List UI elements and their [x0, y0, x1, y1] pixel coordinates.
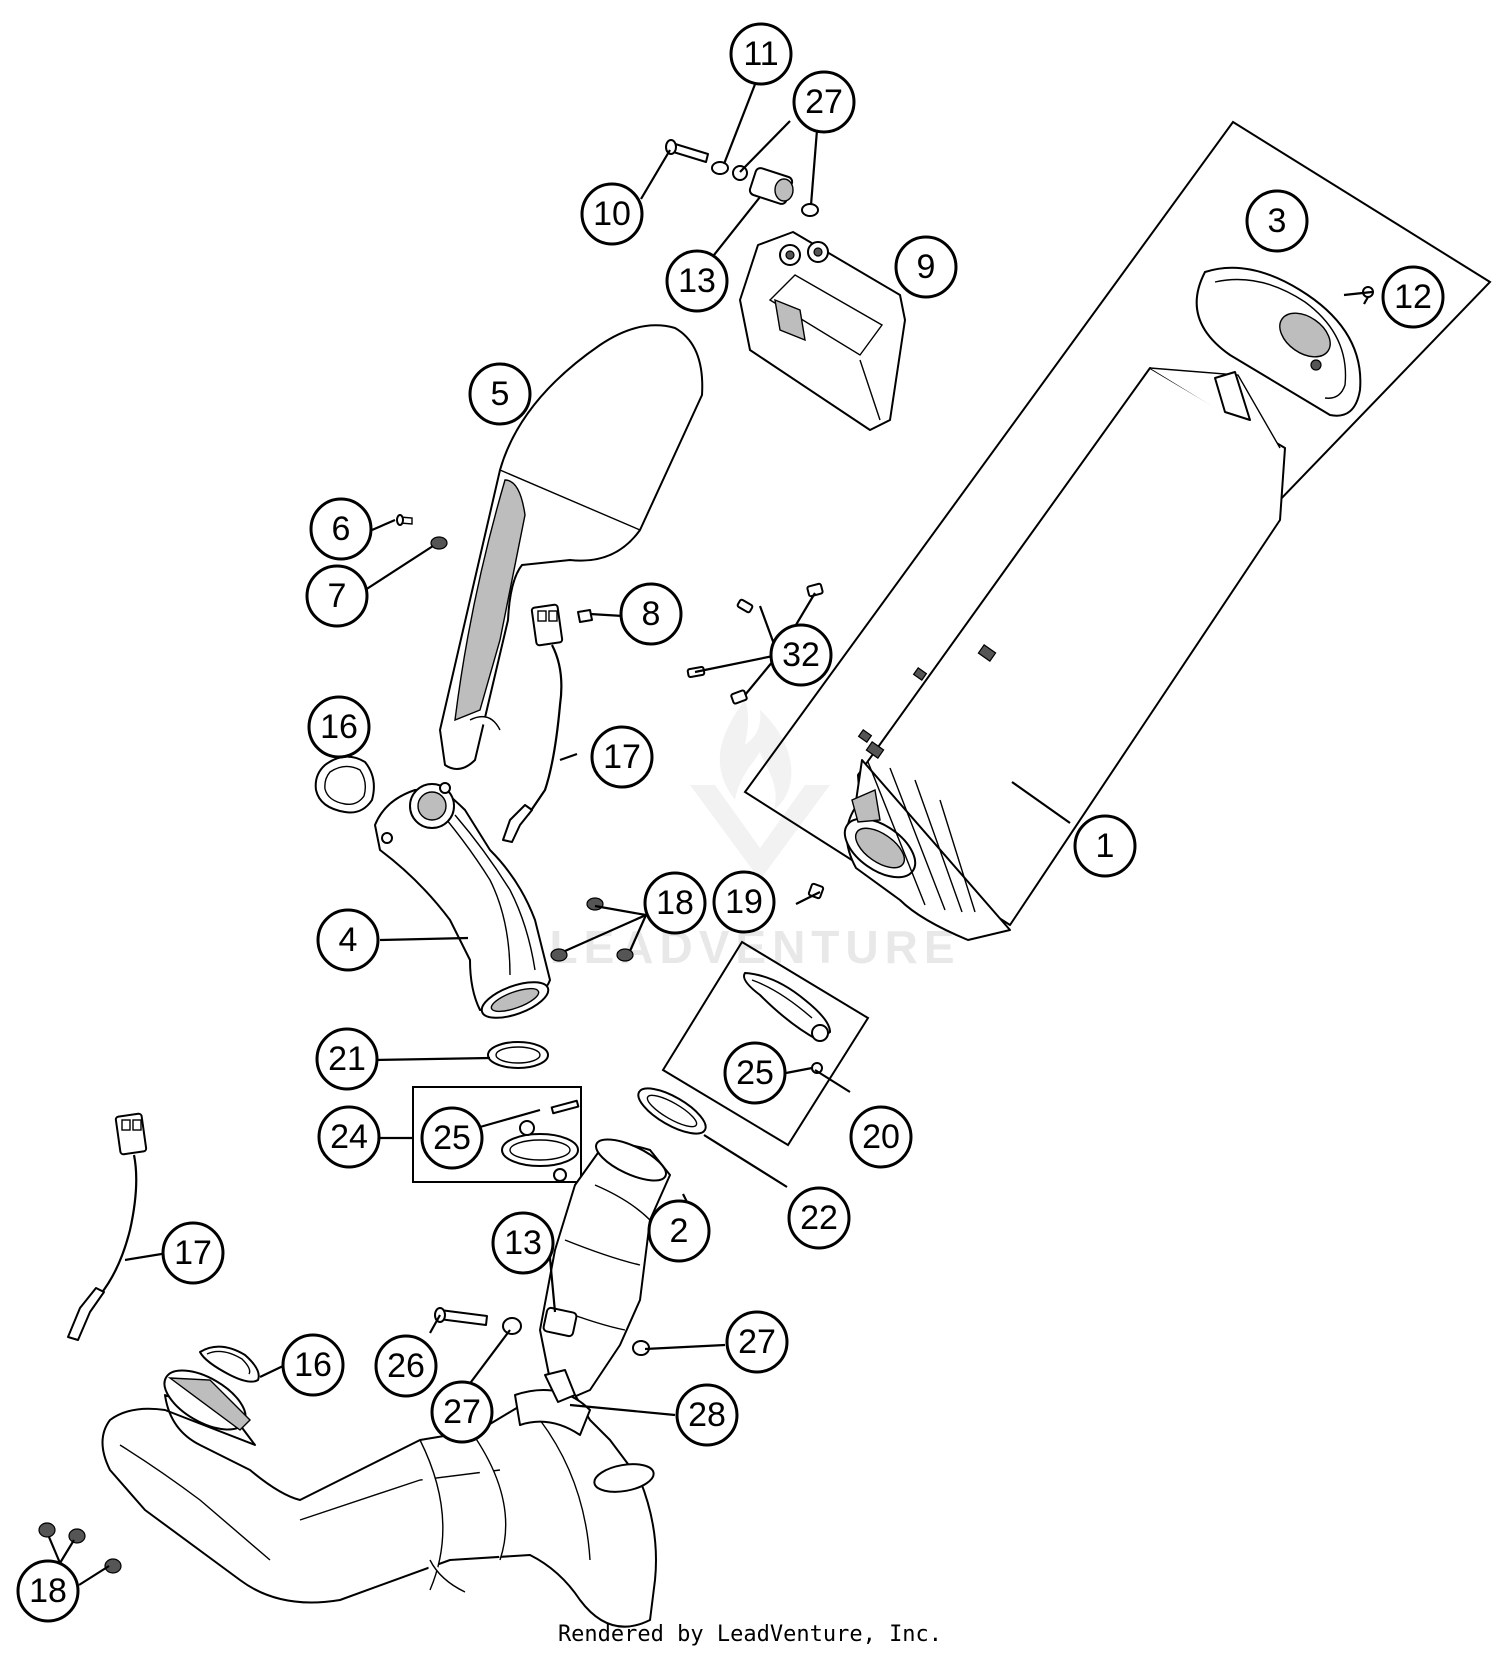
callout-32: 32 [769, 623, 833, 687]
callout-3: 3 [1245, 189, 1309, 253]
callout-16-upper: 16 [307, 695, 371, 759]
callout-13-lower: 13 [491, 1211, 555, 1275]
svg-text:16: 16 [320, 708, 358, 746]
leader-lines [47, 73, 1373, 1586]
heat-shield-bracket [739, 231, 906, 431]
callout-11: 11 [729, 22, 793, 86]
muffler [843, 367, 1286, 941]
gasket-16-upper [314, 755, 375, 814]
svg-text:25: 25 [736, 1054, 774, 1092]
svg-text:4: 4 [339, 921, 358, 959]
mid-pipe [374, 782, 551, 1019]
svg-text:10: 10 [593, 195, 631, 233]
svg-text:20: 20 [862, 1118, 900, 1156]
callout-4: 4 [316, 908, 380, 972]
screw-12 [1362, 286, 1374, 305]
heat-shield [439, 324, 704, 770]
clamp-20 [743, 972, 831, 1074]
callout-27-upper: 27 [792, 70, 856, 134]
oxygen-sensor-lower [67, 1112, 148, 1341]
callout-7: 7 [305, 564, 369, 628]
svg-text:2: 2 [670, 1212, 689, 1250]
callout-22: 22 [787, 1186, 851, 1250]
svg-text:27: 27 [738, 1323, 776, 1361]
svg-text:12: 12 [1394, 278, 1432, 316]
callout-5: 5 [468, 362, 532, 426]
clamp-kit-box-24 [412, 1086, 582, 1183]
callout-18-lower: 18 [16, 1559, 80, 1623]
render-credit: Rendered by LeadVenture, Inc. [557, 1622, 943, 1647]
svg-text:17: 17 [603, 738, 641, 776]
svg-text:5: 5 [491, 375, 510, 413]
callout-12: 12 [1381, 265, 1445, 329]
svg-text:32: 32 [782, 636, 820, 674]
svg-text:7: 7 [328, 577, 347, 615]
svg-text:27: 27 [443, 1393, 481, 1431]
svg-text:19: 19 [725, 883, 763, 921]
callout-26: 26 [374, 1334, 438, 1398]
muffler-end-cap [1195, 266, 1362, 417]
gasket-16-lower [199, 1345, 260, 1383]
gasket-21 [487, 1041, 549, 1069]
callout-21: 21 [315, 1027, 379, 1091]
svg-text:8: 8 [642, 595, 661, 633]
svg-text:26: 26 [387, 1347, 425, 1385]
svg-text:18: 18 [29, 1572, 67, 1610]
bolt-and-nut-6-7 [396, 514, 448, 550]
gasket-22 [637, 1087, 707, 1135]
svg-text:16: 16 [294, 1346, 332, 1384]
callout-17-lower: 17 [161, 1221, 225, 1285]
callout-25-in-kit-24: 25 [420, 1106, 484, 1170]
svg-text:6: 6 [332, 510, 351, 548]
upper-mounting-hardware [665, 139, 819, 217]
callout-6: 6 [309, 497, 373, 561]
svg-text:9: 9 [917, 248, 936, 286]
clamp-kit-box-20 [661, 940, 870, 1147]
callout-16-lower: 16 [281, 1333, 345, 1397]
svg-text:28: 28 [688, 1396, 726, 1434]
link-pipe [539, 1138, 671, 1406]
oxygen-sensor-upper [502, 603, 564, 843]
svg-text:27: 27 [805, 83, 843, 121]
svg-text:24: 24 [330, 1118, 368, 1156]
svg-text:22: 22 [800, 1199, 838, 1237]
callout-24: 24 [317, 1105, 381, 1169]
callout-20: 20 [849, 1105, 913, 1169]
svg-text:25: 25 [433, 1119, 471, 1157]
clip-8 [577, 609, 593, 623]
callout-27-lower-left: 27 [430, 1380, 494, 1444]
header-pipes [101, 1369, 657, 1628]
clips-32 [686, 582, 824, 705]
svg-text:18: 18 [656, 884, 694, 922]
callout-13-upper: 13 [665, 249, 729, 313]
watermark-flame-logo [690, 700, 830, 880]
callout-18-upper: 18 [643, 871, 707, 935]
svg-text:17: 17 [174, 1234, 212, 1272]
svg-text:13: 13 [504, 1224, 542, 1262]
clamp-24 [501, 1099, 580, 1182]
callout-25-in-kit-20: 25 [723, 1041, 787, 1105]
nuts-18-upper [550, 897, 634, 962]
callout-9: 9 [894, 235, 958, 299]
nuts-18-lower [38, 1522, 122, 1574]
callout-8: 8 [619, 582, 683, 646]
svg-text:3: 3 [1268, 202, 1287, 240]
callout-17-upper: 17 [590, 725, 654, 789]
callout-2: 2 [647, 1199, 711, 1263]
svg-text:13: 13 [678, 262, 716, 300]
callout-1: 1 [1073, 814, 1137, 878]
svg-text:1: 1 [1096, 827, 1115, 865]
callout-19: 19 [712, 870, 776, 934]
callout-10: 10 [580, 182, 644, 246]
callout-27-lower-right: 27 [725, 1310, 789, 1374]
svg-text:21: 21 [328, 1040, 366, 1078]
callout-28: 28 [675, 1383, 739, 1447]
svg-text:11: 11 [743, 35, 778, 73]
